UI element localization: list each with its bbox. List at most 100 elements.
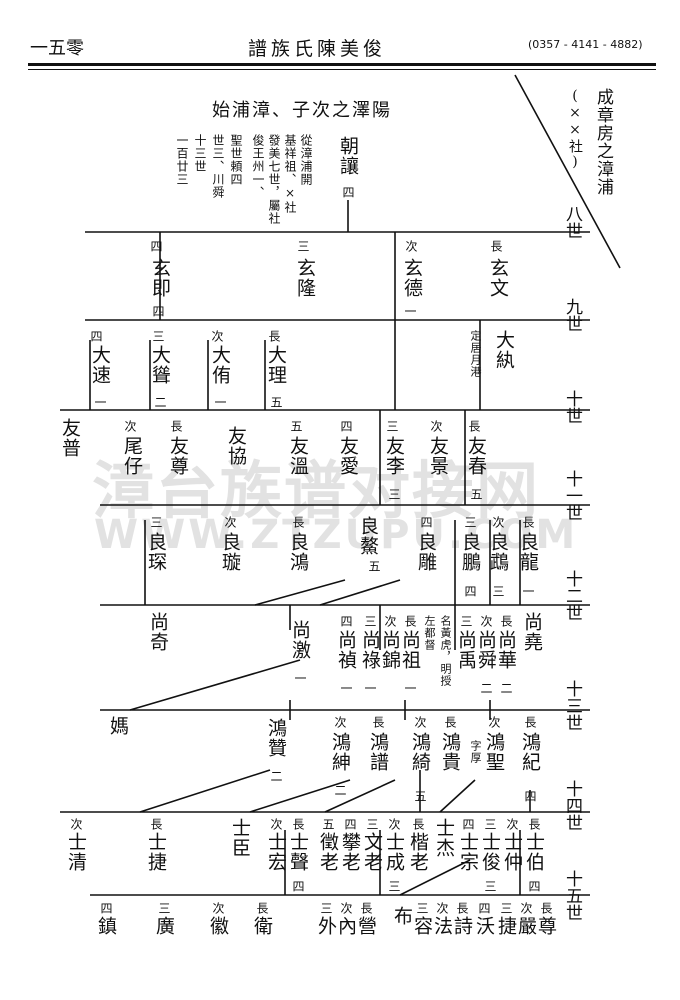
gen-label-12: 十二世 [562,570,582,621]
person-sub: 三 [387,488,401,501]
person-rank: 長 [255,902,269,915]
person-rank: 次 [333,716,347,729]
person-sub: 一 [293,672,307,685]
gen-label-14: 十四世 [562,780,582,831]
person-rank: 三 [363,615,377,628]
person-name: 捷 [495,916,517,936]
section-title: 始浦漳、子次之澤陽 [212,100,392,121]
person-name: 玄德 [401,258,423,298]
side-title: 成章房之漳浦 [593,88,613,196]
person-name: 大聳 [149,345,171,385]
ancestor-note-3: 發美七世，屬社 [267,134,281,225]
person-rank: 長 [291,516,305,529]
person-rank: 長 [467,420,481,433]
person-name: 士俊 [479,832,501,872]
person-name: 士清 [65,832,87,872]
person-rank: 次 [505,818,519,831]
person-name: 鴻贊 [265,718,287,758]
person-rank: 次 [479,615,493,628]
person-rank: 三 [385,420,399,433]
person-name: 良琛 [145,532,167,572]
person-sub: 一 [93,396,107,409]
person-sub: 一 [213,396,227,409]
person-name: 內 [335,916,357,936]
person-name: 營 [355,916,377,936]
person-name: 鴻貴 [439,732,461,772]
person-name: 尚堯 [521,612,543,652]
person-name: 良鵬 [459,532,481,572]
person-name: 尚奇 [147,612,169,652]
person-rank: 長 [359,902,373,915]
person-name: 士宏 [265,832,287,872]
person-rank: 長 [489,240,503,253]
person-name: 攀老 [339,832,361,872]
person-name: 徽 [207,916,229,936]
person-rank: 三 [415,902,429,915]
person-note: 定居月港 [469,330,482,378]
page-code: (0357 - 4141 - 4882) [528,38,643,51]
person-rank: 四 [477,902,491,915]
gen-label-11: 十一世 [562,470,582,521]
person-rank: 三 [296,240,310,253]
person-name: 良鰲 [357,516,379,556]
person-name: 鴻綺 [409,732,431,772]
ancestor-note-5: 聖世頼四 [229,134,243,186]
person-rank: 三 [365,818,379,831]
person-rank: 長 [371,716,385,729]
person-sub: 四 [151,305,165,318]
person-rank: 次 [383,615,397,628]
ancestor-note-4: 俊王州一、 [251,134,265,199]
ancestor-rank: 四 [341,186,355,199]
person-name: 友李 [383,436,405,476]
person-name: 尚華 [495,630,517,670]
person-name: 詩 [451,916,473,936]
person-rank: 三 [459,615,473,628]
ancestor-note-2: 基祥祖、×社 [283,134,297,214]
person-name: 大理 [265,345,287,385]
person-name: 尚禎 [335,630,357,670]
person-name: 尚禹 [455,630,477,670]
person-sub: 三 [483,880,497,893]
person-name: 外 [315,916,337,936]
person-name: 鎮 [95,916,117,936]
person-rank: 次 [491,516,505,529]
person-name: 尾仔 [121,436,143,476]
person-name: 尚祖 [399,630,421,670]
person-rank: 五 [367,560,381,573]
person-name: 友尊 [167,436,189,476]
person-name: 士仲 [501,832,523,872]
person-sub: 二 [333,784,347,797]
ancestor-name: 朝讓 [337,136,359,176]
person-rank: 四 [339,615,353,628]
person-rank: 四 [343,818,357,831]
person-name: 嚴 [515,916,537,936]
person-rank: 長 [527,818,541,831]
person-sub: 二 [153,396,167,409]
gen-label-10: 十世 [562,390,582,424]
person-name: 良雕 [415,532,437,572]
person-name: 良璇 [219,532,241,572]
person-rank: 次 [519,902,533,915]
person-name: 友溫 [287,436,309,476]
person-name: 良鵡 [487,532,509,572]
person-name: 容 [411,916,433,936]
person-name: 士聲 [287,832,309,872]
person-rank: 長 [411,818,425,831]
gen-label-13: 十三世 [562,680,582,731]
person-rank: 長 [169,420,183,433]
person-sub: 一 [339,682,353,695]
person-name: 尚錦 [379,630,401,670]
person-sub: 二 [479,682,493,695]
person-rank: 四 [99,902,113,915]
person-sub: 四 [527,880,541,893]
person-sub: 一 [403,305,417,318]
person-sub: 四 [463,585,477,598]
person-name: 楷老 [407,832,429,872]
person-rank: 三 [157,902,171,915]
page-number: 一五零 [30,38,84,59]
person-name: 良鴻 [287,532,309,572]
person-rank: 長 [499,615,513,628]
person-name: 友春 [465,436,487,476]
person-name: 文老 [361,832,383,872]
